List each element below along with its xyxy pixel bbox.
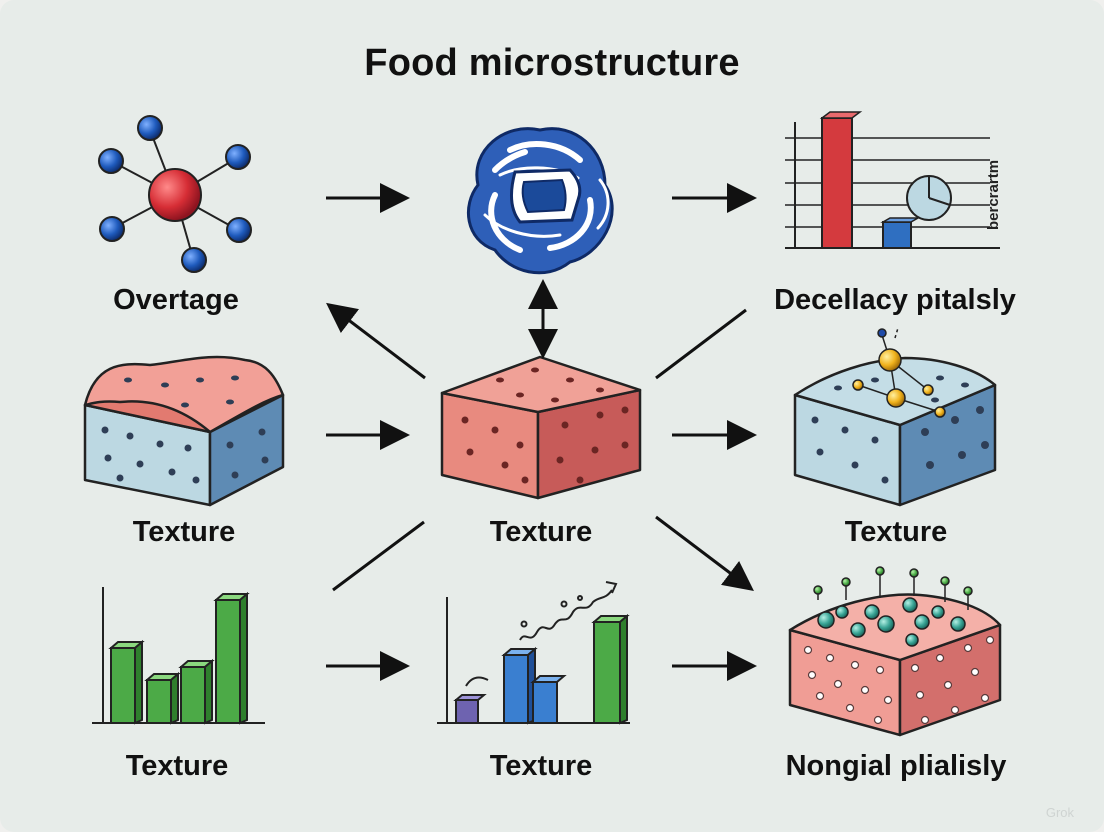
- bottom-left-chart: [92, 587, 265, 725]
- protein-illustration: [466, 127, 614, 275]
- arrows: [326, 183, 757, 681]
- top-right-chart: [785, 111, 1000, 249]
- chart-bar: [146, 679, 172, 724]
- chart-bar: [180, 666, 206, 724]
- label-block-left: Texture: [132, 516, 236, 548]
- chart-bar: [593, 621, 621, 724]
- block-bottom-right-illustration: [788, 566, 1002, 737]
- chart-bar: [503, 654, 529, 724]
- chart-bar: [215, 599, 241, 724]
- block-right-illustration: [793, 327, 997, 507]
- watermark: Grok: [1045, 805, 1074, 820]
- bottom-center-chart: [437, 581, 630, 725]
- arrow-center-to-bottom-right: [655, 515, 754, 592]
- label-chart-top: Decellacy pitalsly: [774, 284, 1016, 316]
- label-chart-bottom-left: Texture: [125, 750, 229, 782]
- block-left-illustration: [83, 355, 285, 507]
- chart-bar: [110, 647, 136, 724]
- label-block-center: Texture: [489, 516, 593, 548]
- chart-bar: [455, 699, 479, 724]
- label-block-right: Texture: [844, 516, 948, 548]
- chart-bar: [532, 681, 558, 724]
- label-block-bottom-right: Nongial plialisly: [785, 750, 1007, 782]
- molecule-illustration: [98, 115, 252, 273]
- chart-bar: [821, 117, 853, 249]
- block-center-illustration: [440, 355, 642, 500]
- diagram-title: Food microstructure: [364, 42, 740, 84]
- line-center-to-bottom-left: [332, 520, 425, 592]
- label-molecule: Overtage: [113, 284, 239, 316]
- chart-axis-text: bercrartm: [985, 160, 1002, 230]
- line-center-to-chart: [655, 308, 747, 380]
- chart-bar: [882, 221, 912, 249]
- arrow-center-to-molecule: [326, 302, 426, 380]
- label-chart-bottom-center: Texture: [489, 750, 593, 782]
